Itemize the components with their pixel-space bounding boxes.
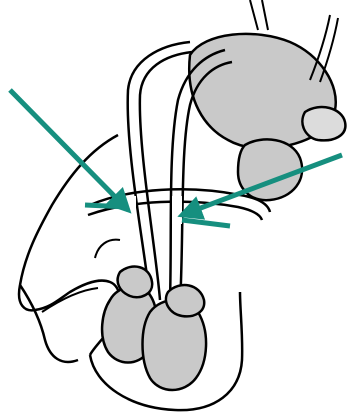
epididymis-left [118, 267, 153, 298]
pointer-tick-left [85, 205, 128, 207]
penis-tip-curve [95, 240, 120, 258]
cut-right [172, 196, 182, 224]
ureter-left [250, 0, 268, 30]
ureter-right [310, 15, 338, 82]
pointer-arrow-left [10, 90, 128, 210]
epididymis-right [166, 285, 204, 316]
pointer-tick-right [182, 220, 230, 226]
seminal-vesicle-shape [302, 107, 345, 140]
